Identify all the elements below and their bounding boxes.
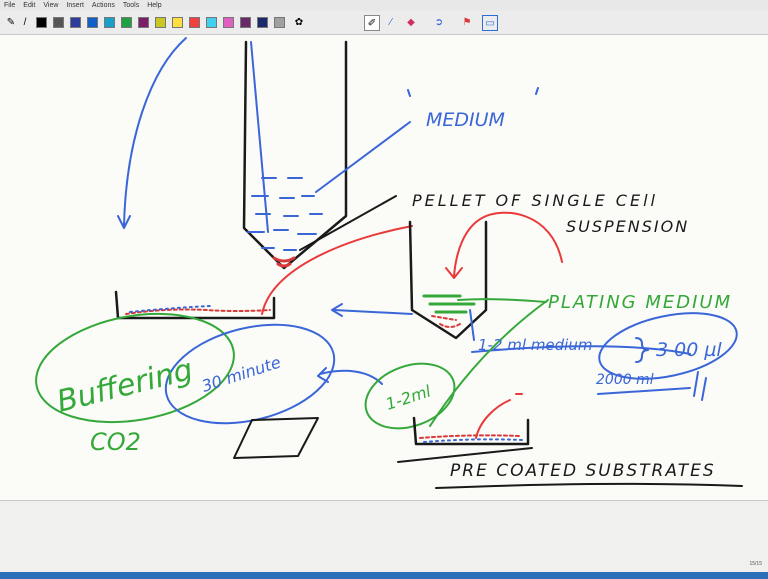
color-swatch[interactable] xyxy=(155,17,166,28)
menu-file[interactable]: File xyxy=(4,2,16,9)
label-minutes: 30 minute xyxy=(199,352,283,395)
label-substrates: PRE COATED SUBSTRATES xyxy=(450,461,716,481)
menu-actions[interactable]: Actions xyxy=(91,2,115,9)
menu-help[interactable]: Help xyxy=(147,2,162,9)
pellet-red xyxy=(272,256,296,268)
eraser-icon[interactable]: ◆ xyxy=(407,16,415,28)
color-swatch[interactable] xyxy=(121,17,132,28)
pen-icon[interactable]: ✐ xyxy=(364,15,380,31)
microliter-ellipse xyxy=(598,312,738,380)
medium-dashes xyxy=(247,177,323,251)
color-swatch[interactable] xyxy=(104,17,115,28)
blank-page-area[interactable]: 15/15 xyxy=(0,500,768,573)
label-pellet-1: PELLET OF SINGLE CEll xyxy=(412,191,658,210)
minutes-ellipse xyxy=(164,323,336,425)
taskbar xyxy=(0,572,768,579)
label-pellet-2: SUSPENSION xyxy=(566,217,689,236)
cursor-icon[interactable]: ✎ xyxy=(6,16,16,28)
menu-tools[interactable]: Tools xyxy=(122,2,140,9)
color-swatch[interactable] xyxy=(138,17,149,28)
color-swatch[interactable] xyxy=(70,17,81,28)
color-swatch[interactable] xyxy=(223,17,234,28)
test-tube-2 xyxy=(408,220,488,340)
label-microliter: 3 00 µl xyxy=(656,339,722,361)
color-swatch[interactable] xyxy=(87,17,98,28)
coverslip-square xyxy=(233,417,319,459)
menu-view[interactable]: View xyxy=(43,2,59,9)
color-swatch[interactable] xyxy=(172,17,183,28)
label-1-2ml: 1-2ml xyxy=(383,381,433,414)
label-plating: PLATING MEDIUM xyxy=(548,292,732,313)
label-co2: CO2 xyxy=(90,428,141,456)
menu-edit[interactable]: Edit xyxy=(23,2,36,9)
label-ml-medium: 1-2 ml medium xyxy=(478,336,592,354)
menu-bar: File Edit View Insert Actions Tools Help xyxy=(0,0,768,11)
color-swatch[interactable] xyxy=(206,17,217,28)
color-swatch[interactable] xyxy=(53,17,64,28)
color-swatch[interactable] xyxy=(257,17,268,28)
select-icon[interactable]: ▭ xyxy=(482,15,498,31)
toolbar: ✎ / ✿ ✐ ⁄ ◆ ➲ ⚑ ▭ xyxy=(0,11,768,35)
insert-space-icon[interactable]: ⚑ xyxy=(462,16,472,28)
pellet-pointer xyxy=(299,195,397,251)
color-swatch[interactable] xyxy=(240,17,251,28)
blue-curve-left xyxy=(123,37,187,227)
petri-dish-2 xyxy=(412,416,530,446)
label-2000ml: 2000 ml xyxy=(596,372,654,388)
highlighter-icon[interactable]: ⁄ xyxy=(390,16,392,28)
ml-ellipse xyxy=(364,362,456,430)
color-swatch[interactable] xyxy=(189,17,200,28)
note-canvas[interactable]: MEDIUM PELLET OF SINGLE CEll SUSPENSION … xyxy=(0,35,768,500)
test-tube-1 xyxy=(242,40,348,270)
red-curve-2 xyxy=(453,211,563,277)
red-curve-1 xyxy=(261,225,413,315)
color-swatch[interactable] xyxy=(274,17,285,28)
pen-tool-icon[interactable]: / xyxy=(23,16,27,28)
blue-arrow-dish xyxy=(333,309,413,315)
page-number: 15/15 xyxy=(749,561,762,567)
label-medium: MEDIUM xyxy=(426,109,505,131)
color-swatch[interactable] xyxy=(36,17,47,28)
arrowhead-left xyxy=(117,215,131,229)
paint-icon[interactable]: ✿ xyxy=(294,16,304,28)
menu-insert[interactable]: Insert xyxy=(66,2,84,9)
medium-arrow xyxy=(315,121,411,193)
buffering-ellipse xyxy=(35,312,235,424)
pipette-line xyxy=(250,41,269,233)
handwriting-layer: MEDIUM PELLET OF SINGLE CEll SUSPENSION … xyxy=(35,37,743,489)
lasso-icon[interactable]: ➲ xyxy=(434,16,444,28)
